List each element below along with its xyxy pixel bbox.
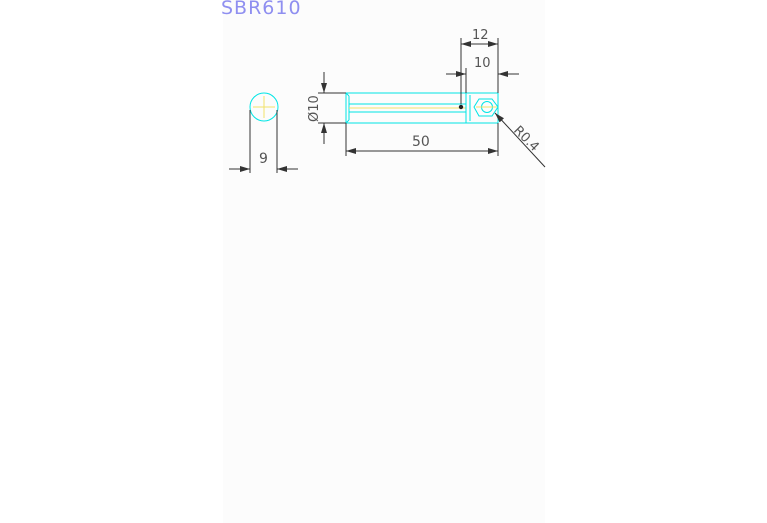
dim-length: 50 — [412, 134, 430, 150]
shaft-outline — [345, 92, 499, 124]
dim-inner-offset: 10 — [474, 56, 491, 71]
end-view: 9 — [229, 92, 298, 173]
radius-leader-line — [494, 112, 546, 168]
dim-outer-offset: 12 — [472, 28, 489, 43]
shaft-hole-dot — [458, 104, 464, 110]
dim-radius: R0.4 — [510, 123, 542, 155]
drawing-title: SBR610 — [221, 0, 302, 19]
dim-shaft-diameter: Ø10 — [307, 95, 322, 122]
dim-end-diameter: 9 — [259, 151, 268, 167]
shaft-head-hexagon — [473, 98, 499, 117]
end-view-circle — [249, 92, 279, 122]
shaft-chamfer-left-bottom — [345, 119, 350, 124]
side-view: Ø10 50 12 10 R0.4 — [307, 28, 546, 168]
shaft-chamfer-left-top — [345, 92, 350, 97]
drawing-sheet — [223, 0, 545, 523]
